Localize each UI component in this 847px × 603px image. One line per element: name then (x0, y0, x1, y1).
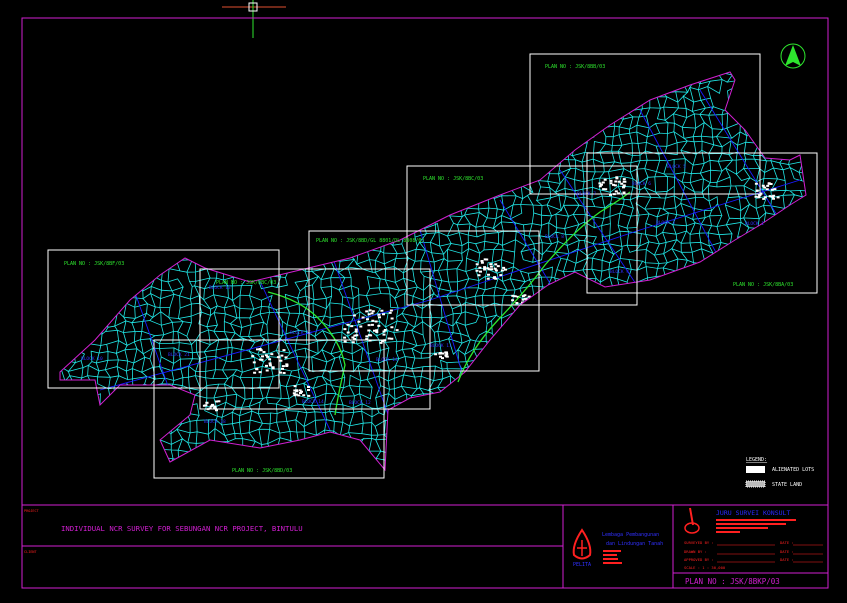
block-label: BLOCK 10 (81, 356, 103, 362)
project-caption: PROJECT (24, 509, 40, 513)
block-label: BLOCK 13 (209, 285, 231, 291)
plan-label: PLAN NO : JSK/8BD/03 (232, 468, 292, 474)
client-address (603, 550, 622, 564)
scale-label: SCALE : 1 : 30,000 (684, 565, 726, 570)
legend-state-land: STATE LAND (772, 482, 802, 488)
client-name: dan Lindungan Tanah (606, 541, 663, 547)
drawn-by-label: DRAWN BY : (684, 549, 707, 554)
project-title: INDIVIDUAL NCR SURVEY FOR SEBUNGAN NCR P… (61, 524, 303, 533)
block-label: BLOCK 13 (290, 330, 312, 336)
block-label: BLOCK 1 (745, 221, 764, 227)
plan-label: PLAN NO : JSK/8BB/03 (545, 64, 605, 70)
legend-title: LEGEND: (746, 457, 767, 463)
surveyed-by-label: SURVEYED BY : (684, 540, 714, 545)
date-label: DATE : (780, 540, 794, 545)
plan-label: PLAN NO : JSK/8BF/03 (64, 261, 124, 267)
block-label: BLOCK 7 (577, 191, 596, 197)
plan-label: PLAN NO : JSK/8BC/03 (216, 280, 276, 286)
plan-label: PLAN NO : JSK/8BC/03 (423, 176, 483, 182)
road-east (457, 191, 631, 383)
crosshair-cursor (222, 0, 286, 38)
client-name: Lembaga Pembangunan (602, 532, 659, 538)
plan-label: PLAN NO : JSK/8BD/GL 8801/DL 8808/03 (316, 238, 424, 244)
block-labels: BLOCK 10 BLOCK 21 BLOCK 18 BLOCK 13 BLOC… (81, 164, 764, 425)
block-label: BLOCK 14 (302, 399, 324, 405)
parcel-network (60, 72, 806, 470)
client-caption: CLIENT (24, 550, 38, 554)
north-arrow-icon (780, 43, 806, 69)
road-west (267, 291, 346, 416)
block-label: BLOCK 8 (545, 234, 564, 240)
block-label: BLOCK 6 (632, 181, 651, 187)
master-plan-number: PLAN NO : JSK/8BKP/03 (685, 577, 780, 586)
block-label: BLOCK 11 (430, 343, 452, 349)
block-label: BLOCK 3 (656, 220, 675, 226)
block-label: BLOCK 21 (168, 352, 190, 358)
legend: LEGEND: ALIENATED LOTS STATE LAND (745, 457, 814, 488)
firm-logo (684, 507, 700, 534)
block-label: BLOCK 18 (204, 419, 226, 425)
date-label: DATE : (780, 549, 794, 554)
firm-address (716, 519, 796, 533)
drawing-frame (21, 17, 829, 589)
block-label: BLOCK 12 (349, 400, 371, 406)
block-label: BLOCK 14 (376, 357, 398, 363)
pelita-logo: PELITA (572, 528, 592, 568)
svg-text:PELITA: PELITA (573, 562, 591, 568)
plan-labels: PLAN NO : JSK/8BF/03 PLAN NO : JSK/8BC/0… (64, 64, 793, 474)
legend-alienated: ALIENATED LOTS (772, 467, 814, 473)
approved-by-label: APPROVED BY : (684, 557, 714, 562)
date-label: DATE : (780, 557, 794, 562)
plan-label: PLAN NO : JSK/8BA/03 (733, 282, 793, 288)
firm-name: JURU SURVEI KONSULT (716, 509, 790, 517)
block-label: BLOCK 4 (610, 269, 629, 275)
block-label: BLOCK 5 (667, 164, 686, 170)
plan-sheets (47, 53, 818, 479)
